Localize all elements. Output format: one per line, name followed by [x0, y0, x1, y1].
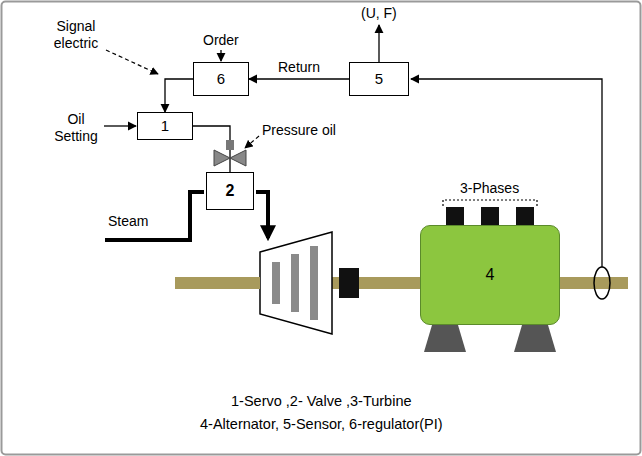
valve-actuator	[226, 140, 234, 150]
annotation-label: (U, F)	[361, 5, 397, 22]
annotation-label: 3-Phases	[460, 180, 519, 197]
foot	[514, 325, 556, 352]
oil-setting-arrow	[104, 125, 136, 126]
order-arrow	[220, 50, 221, 61]
signal-connector	[165, 79, 193, 112]
callout-number: 2	[226, 182, 235, 200]
terminal-block	[446, 207, 464, 225]
turbine-blade	[310, 246, 318, 320]
signal-connector	[193, 126, 230, 172]
coupling	[339, 268, 359, 298]
callout-number: 1	[161, 118, 169, 135]
legend-caption: 4-Alternator, 5-Sensor, 6-regulator(PI)	[200, 416, 443, 433]
callout-number: 6	[217, 71, 225, 88]
block-box: 1	[137, 112, 193, 140]
foot	[424, 325, 466, 352]
output-arrow	[378, 25, 379, 62]
callout-number: 4	[486, 266, 495, 284]
block-box: 5	[349, 62, 409, 96]
edge-label: Return	[276, 59, 322, 76]
annotation-label: Order	[203, 32, 239, 49]
steam-pipe-out	[256, 192, 268, 238]
legend-caption: 1-Servo ,2- Valve ,3-Turbine	[231, 393, 412, 410]
annotation-label: Oil Setting	[50, 111, 102, 145]
terminal-block	[481, 207, 499, 225]
annotation-label: Signal electric	[44, 18, 108, 52]
block-box: 6	[193, 62, 249, 96]
turbine-blade	[272, 262, 280, 304]
turbine-blade	[291, 254, 299, 312]
block-box: 2	[206, 172, 254, 210]
shaft	[175, 277, 628, 289]
shaft	[175, 277, 260, 289]
valve-symbol	[214, 150, 246, 166]
phase-brace	[443, 200, 537, 206]
sensor-ring	[594, 267, 610, 299]
turbine	[260, 232, 332, 334]
alternator-body: 4	[420, 225, 560, 325]
terminal-block	[516, 207, 534, 225]
pressure-pointer	[245, 136, 259, 148]
signal-connector	[249, 78, 349, 79]
steam-pipe	[105, 192, 204, 240]
callout-number: 5	[375, 71, 383, 88]
signal-pointer	[106, 50, 158, 74]
annotation-label: Steam	[108, 213, 148, 230]
annotation-label: Pressure oil	[262, 122, 336, 139]
